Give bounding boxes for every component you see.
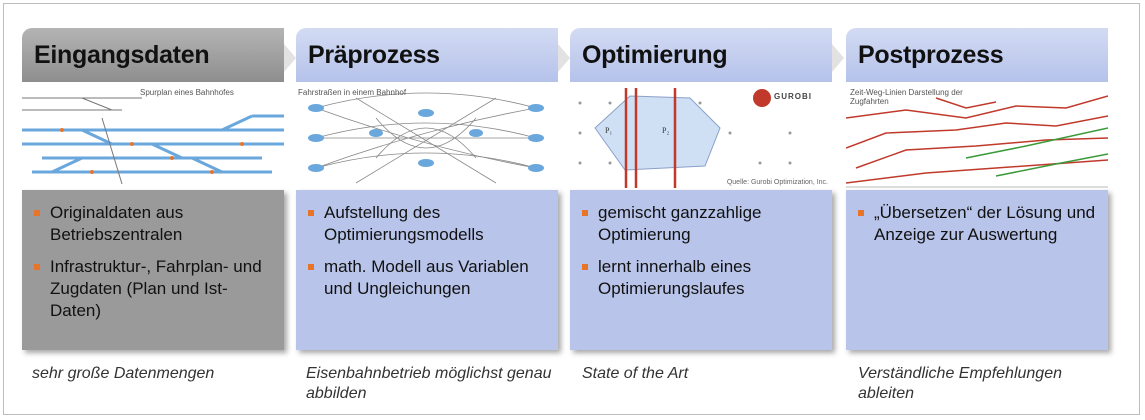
image-caption: Fahrstraßen in einem Bahnhof <box>298 88 407 97</box>
image-source-caption: Quelle: Gurobi Optimization, Inc. <box>726 179 828 186</box>
diagram-frame <box>3 3 1140 415</box>
column-body: „Übersetzen“ der Lösung und Anzeige zur … <box>846 190 1108 350</box>
column-postprozess: Postprozess Zeit-Weg-Linien Darstellung … <box>846 28 1108 350</box>
image-caption: Zeit-Weg-Linien Darstellung der Zugfahrt… <box>850 88 963 106</box>
column-title: Eingangsdaten <box>22 28 284 82</box>
column-body: Aufstellung des Optimierungsmodells math… <box>296 190 558 350</box>
bullet-item: Infrastruktur-, Fahrplan- und Zugdaten (… <box>32 256 274 322</box>
bullet-item: „Übersetzen“ der Lösung und Anzeige zur … <box>856 202 1098 246</box>
svg-text:P₁: P₁ <box>605 126 612 135</box>
route-graph-image: Fahrstraßen in einem Bahnhof <box>296 88 558 188</box>
image-caption: GUROBI <box>774 92 812 101</box>
bullet-item: math. Modell aus Variablen und Ungleichu… <box>306 256 548 300</box>
image-caption: Spurplan eines Bahnhofes <box>140 88 234 97</box>
column-body: gemischt ganzzahlige Optimierung lernt i… <box>570 190 832 350</box>
bullet-item: Aufstellung des Optimierungsmodells <box>306 202 548 246</box>
arrow-right-icon <box>558 44 570 72</box>
column-body: Originaldaten aus Betriebszentralen Infr… <box>22 190 284 350</box>
track-layout-graphic <box>22 97 284 185</box>
time-distance-graphic <box>846 95 1108 188</box>
column-note: Verständliche Empfehlungen ableiten <box>858 365 1062 402</box>
svg-text:P₂: P₂ <box>662 126 669 135</box>
bullet-item: lernt innerhalb eines Optimierungslaufes <box>580 256 822 300</box>
time-distance-image: Zeit-Weg-Linien Darstellung der Zugfahrt… <box>846 88 1108 188</box>
column-note: sehr große Datenmengen <box>32 365 215 382</box>
bullet-item: Originaldaten aus Betriebszentralen <box>32 202 274 246</box>
column-eingangsdaten: Eingangsdaten <box>22 28 284 350</box>
arrow-right-icon <box>284 44 296 72</box>
arrow-right-icon <box>832 44 844 72</box>
column-title: Optimierung <box>570 28 832 82</box>
column-title: Postprozess <box>846 28 1108 82</box>
column-optimierung: Optimierung P₁ P₂ GUROBI Quelle: Gurobi … <box>570 28 832 350</box>
track-layout-image: Spurplan eines Bahnhofes <box>22 88 284 188</box>
route-graph-graphic <box>308 92 544 184</box>
column-praeprozess: Präprozess Fahrstraßen in einem Bahnhof … <box>296 28 558 350</box>
polytope-image: P₁ P₂ GUROBI Quelle: Gurobi Optimization… <box>570 88 832 188</box>
bullet-item: gemischt ganzzahlige Optimierung <box>580 202 822 246</box>
column-note: Eisenbahnbetrieb möglichst genau abbilde… <box>306 365 552 402</box>
column-title: Präprozess <box>296 28 558 82</box>
polytope-graphic: P₁ P₂ <box>578 88 792 188</box>
column-note: State of the Art <box>582 365 689 382</box>
